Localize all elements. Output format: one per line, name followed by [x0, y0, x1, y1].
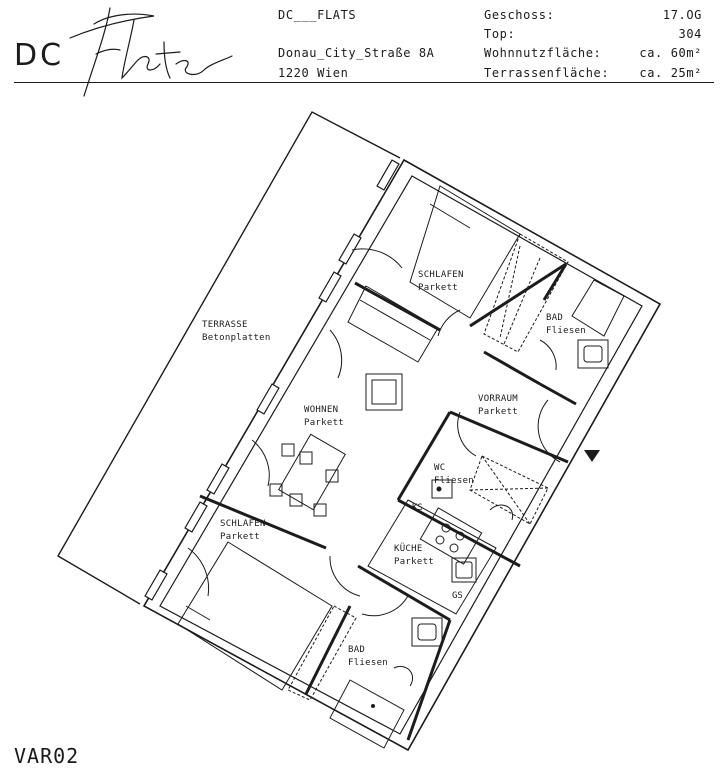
spec-label-terrace-area: Terrassenfläche:	[484, 66, 610, 80]
bed-bottom	[177, 541, 333, 691]
address: Donau_City_Straße 8A	[278, 46, 435, 60]
bath-bottom-fixtures	[329, 617, 443, 749]
dishwasher-label: GS	[452, 591, 463, 601]
bath-bottom-floor: Fliesen	[348, 658, 388, 668]
variant-label: VAR02	[14, 744, 80, 768]
wc-floor: Fliesen	[434, 476, 474, 486]
spec-value-living-area: ca. 60m²	[639, 46, 702, 60]
dining-set	[269, 433, 347, 517]
spec-value-terrace-area: ca. 25m²	[639, 66, 702, 80]
fridge-label: KS	[412, 503, 423, 513]
bedroom-top-floor: Parkett	[418, 283, 458, 293]
spec-value-floor: 17.OG	[662, 8, 702, 22]
sofa	[347, 285, 439, 363]
entrance-arrow-icon	[584, 450, 600, 462]
spec-label-floor: Geschoss:	[484, 8, 555, 22]
terrace-outline	[57, 111, 401, 605]
bed-top	[409, 185, 521, 319]
city: 1220 Wien	[278, 66, 349, 80]
brand-letters: DC	[14, 38, 65, 73]
apartment-outer-wall	[142, 158, 662, 752]
hall-floor: Parkett	[478, 407, 518, 417]
bedroom-bottom-floor: Parkett	[220, 532, 260, 542]
kitchen-label: KÜCHE	[394, 543, 423, 554]
wardrobe-bottom	[287, 605, 357, 701]
bedroom-top-label: SCHLAFEN	[418, 270, 464, 280]
armchair	[365, 373, 403, 411]
bath-top-fixtures	[571, 279, 625, 369]
door-swings	[187, 248, 561, 617]
living-label: WOHNEN	[304, 405, 338, 415]
wardrobe-top	[483, 233, 569, 353]
bath-top-floor: Fliesen	[546, 326, 586, 336]
brand-signature-logo	[69, 7, 233, 97]
window-set	[144, 159, 400, 601]
kitchen-counter	[367, 499, 497, 615]
kitchen-floor: Parkett	[394, 557, 434, 567]
wc-fixtures	[431, 455, 549, 525]
bath-top-label: BAD	[546, 313, 563, 323]
spec-label-living-area: Wohnnutzfläche:	[484, 46, 602, 60]
terrace-floor: Betonplatten	[202, 333, 271, 343]
header-divider	[14, 82, 714, 83]
spec-value-top: 304	[678, 27, 702, 41]
hall-label: VORRAUM	[478, 394, 518, 404]
project-line: DC___FLATS	[278, 8, 357, 22]
interior-walls	[199, 262, 577, 741]
terrace-label: TERRASSE	[202, 320, 248, 330]
bath-bottom-label: BAD	[348, 645, 365, 655]
wc-label: WC	[434, 463, 445, 473]
living-floor: Parkett	[304, 418, 344, 428]
bedroom-bottom-label: SCHLAFEN	[220, 519, 266, 529]
spec-label-top: Top:	[484, 27, 516, 41]
